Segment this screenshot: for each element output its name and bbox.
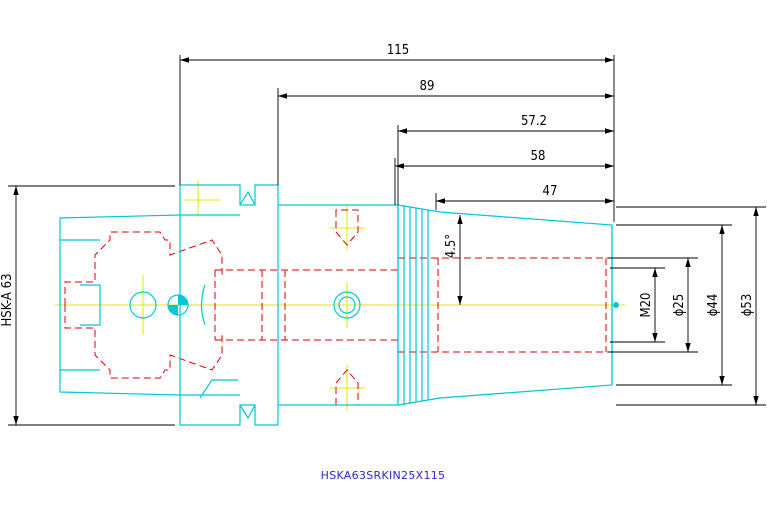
dim-m20: M20 xyxy=(639,293,654,318)
angle-4-5: 4.5° xyxy=(444,234,459,258)
dim-58: 58 xyxy=(531,149,546,164)
dim-phi44: ϕ44 xyxy=(706,294,721,317)
dim-phi25: ϕ25 xyxy=(672,294,687,317)
dim-47: 47 xyxy=(543,184,558,199)
dimension-texts: 115 89 57.2 58 47 M20 ϕ25 ϕ44 ϕ53 HSK-A … xyxy=(0,43,755,327)
label-hsk-a63: HSK-A 63 xyxy=(0,273,15,326)
dim-89: 89 xyxy=(420,79,435,94)
dimension-lines xyxy=(8,55,766,426)
dim-115: 115 xyxy=(387,43,409,58)
hidden-lines xyxy=(64,209,608,406)
section-marks xyxy=(168,295,619,315)
part-outline xyxy=(59,184,613,426)
center-lines xyxy=(55,180,625,410)
part-number-caption: HSKA63SRKIN25X115 xyxy=(321,469,446,482)
dim-phi53: ϕ53 xyxy=(740,294,755,317)
dim-57-2: 57.2 xyxy=(521,114,547,129)
